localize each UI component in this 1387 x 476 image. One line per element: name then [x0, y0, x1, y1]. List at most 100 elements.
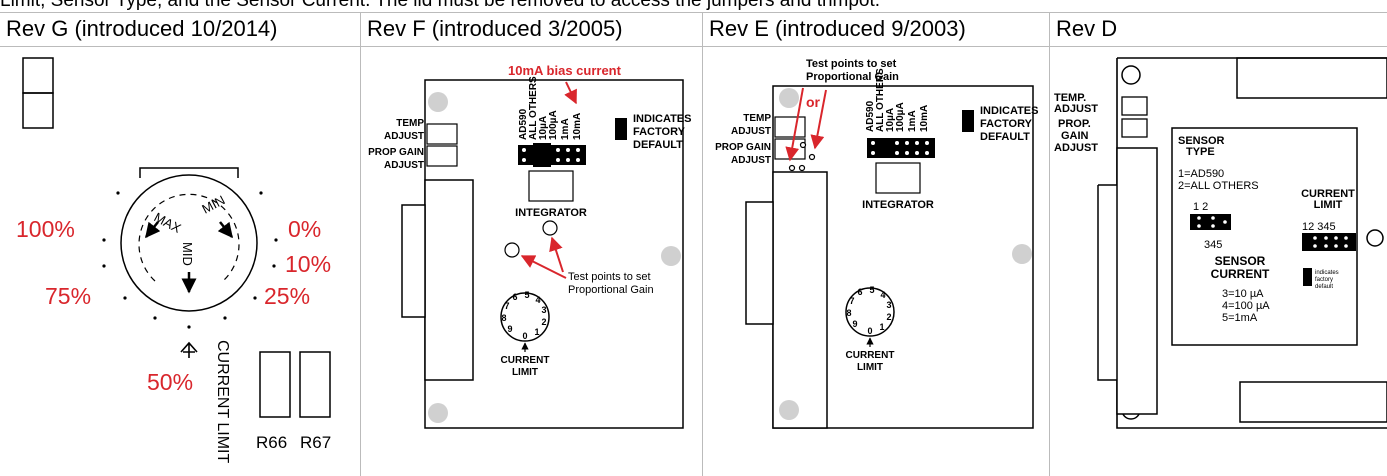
rev-f-col-10ma: 10mA	[572, 113, 583, 140]
rev-e-col-all-others: ALL OTHERS	[875, 68, 886, 132]
rev-e-test-arrow-1	[785, 87, 804, 162]
rev-e-test-points-2: Proportional Gain	[806, 71, 899, 83]
rev-e-current-dial	[845, 287, 895, 337]
rev-g-max-arrow	[145, 221, 161, 239]
rev-e-test-arrow-2	[810, 89, 827, 150]
rev-g-pct-50: 50%	[147, 369, 193, 395]
rev-d-diagram: TEMP. ADJUST PROP. GAIN ADJUST SENSOR TY…	[1054, 57, 1387, 429]
rev-g-pct-25: 25%	[264, 283, 310, 309]
header-bottom-border	[0, 46, 1387, 47]
rev-d-adjust2-label: ADJUST	[1054, 142, 1098, 154]
rev-f-factory: FACTORY	[633, 126, 686, 138]
rev-e-indicates: INDICATES	[980, 105, 1038, 117]
rev-f-test-points-1: Test points to set	[568, 271, 651, 283]
rev-f-test-points-2: Proportional Gain	[568, 284, 654, 296]
rev-f-bias-arrow	[564, 81, 577, 105]
rev-e-default: DEFAULT	[980, 131, 1030, 143]
rev-d-cl-pins: 12 345	[1302, 221, 1336, 233]
rev-g-pct-10: 10%	[285, 251, 331, 277]
rev-g-mid-label: MID	[180, 242, 195, 266]
rev-d-default-swatch	[1303, 268, 1312, 286]
svg-text:7: 7	[504, 301, 509, 311]
rev-d-opt1: 1=AD590	[1178, 168, 1224, 180]
rev-d-temp-label: TEMP.	[1054, 92, 1086, 104]
rev-d-side-connector	[1097, 184, 1117, 381]
rev-e-dial-digits: 0 1 2 3 4 5 6 7 8 9	[846, 285, 891, 336]
rev-d-ind2: factory	[1315, 277, 1333, 283]
rev-d-sc3: 3=10 µA	[1222, 288, 1264, 300]
rev-e-or-label: or	[806, 94, 821, 110]
rev-f-jumper-block	[518, 143, 586, 167]
rev-d-ind1: indicates	[1315, 270, 1339, 276]
rev-g-r67-label: R67	[300, 433, 331, 452]
svg-text:3: 3	[886, 300, 891, 310]
rev-f-adjust-label: ADJUST	[384, 131, 424, 142]
rev-e-col-1ma: 1mA	[907, 110, 918, 132]
rev-d-mount-hole-1	[1121, 65, 1141, 85]
rev-g-min-label: MIN	[199, 192, 227, 216]
svg-text:3: 3	[541, 305, 546, 315]
rev-d-ind3: default	[1315, 284, 1333, 290]
rev-f-connector-tab	[401, 204, 426, 318]
rev-d-prop-label: PROP.	[1058, 118, 1091, 130]
rev-f-adjust2-label: ADJUST	[384, 160, 424, 171]
rev-f-test-arrow-1	[520, 255, 567, 279]
rev-g-box-bottom	[22, 92, 54, 129]
rev-f-test-point-1	[542, 220, 558, 236]
rev-f-integrator-chip	[528, 170, 574, 202]
svg-text:6: 6	[857, 287, 862, 297]
rev-g-pct-100: 100%	[16, 216, 75, 242]
rev-e-factory: FACTORY	[980, 118, 1033, 130]
header-rev-e: Rev E (introduced 9/2003)	[709, 16, 966, 41]
rev-f-mount-hole-3	[428, 403, 448, 423]
rev-e-col-100ua: 100µA	[895, 102, 906, 132]
rev-f-temp-adjust-pot	[426, 123, 458, 145]
rev-d-sensor-type-1: SENSOR	[1178, 135, 1225, 147]
rev-e-limit-label: LIMIT	[857, 362, 883, 373]
rev-f-test-point-2	[504, 242, 520, 258]
svg-text:6: 6	[512, 292, 517, 302]
svg-text:5: 5	[869, 285, 874, 295]
svg-text:5: 5	[524, 290, 529, 300]
rev-d-current-limit-2: LIMIT	[1314, 199, 1343, 211]
rev-e-mount-hole-3	[779, 400, 799, 420]
rev-d-current-limit-1: CURRENT	[1301, 188, 1355, 200]
rev-d-sc4: 4=100 µA	[1222, 300, 1270, 312]
rev-e-default-swatch	[962, 110, 974, 132]
header-rev-g: Rev G (introduced 10/2014)	[6, 16, 278, 41]
rev-f-temp-label: TEMP	[396, 118, 424, 129]
rev-f-jumper-columns: AD590 ALL OTHERS 10µA 100µA 1mA 10mA	[518, 76, 583, 140]
rev-d-jumper-12: 1 2	[1193, 201, 1208, 213]
rev-e-jumper-columns: AD590 ALL OTHERS 10µA 100µA 1mA 10mA	[865, 68, 930, 132]
rev-e-jumper-block	[867, 138, 935, 158]
rev-f-integrator-label: INTEGRATOR	[515, 207, 587, 219]
rev-g-pct-75: 75%	[45, 283, 91, 309]
rev-e-connector	[772, 171, 828, 429]
rev-f-col-10ua: 10µA	[538, 116, 549, 140]
rev-f-bias-note: 10mA bias current	[508, 63, 622, 78]
rev-f-prop-gain-pot	[426, 145, 458, 167]
rev-g-min-arrow	[217, 221, 233, 239]
svg-text:1: 1	[879, 322, 884, 332]
rev-f-mount-hole-2	[661, 246, 681, 266]
rev-f-col-1ma: 1mA	[560, 118, 571, 140]
column-divider-1	[360, 12, 361, 476]
rev-d-adjust-label: ADJUST	[1054, 103, 1098, 115]
rev-d-top-connector	[1236, 57, 1387, 99]
column-divider-3	[1049, 12, 1050, 476]
rev-g-max-label: MAX	[152, 209, 184, 236]
rev-f-col-100ua: 100µA	[548, 110, 559, 140]
svg-text:4: 4	[535, 295, 540, 305]
rev-f-connector	[424, 179, 474, 381]
svg-text:4: 4	[880, 290, 885, 300]
rev-e-test-points	[788, 141, 816, 172]
header-rev-f: Rev F (introduced 3/2005)	[367, 16, 623, 41]
rev-f-current-label: CURRENT	[501, 355, 550, 366]
rev-g-r67-resistor	[299, 351, 331, 418]
rev-d-sc5: 5=1mA	[1222, 312, 1258, 324]
rev-e-col-10ma: 10mA	[919, 105, 930, 132]
rev-f-test-arrow-2	[549, 236, 564, 273]
rev-g-r66-resistor	[259, 351, 291, 418]
rev-e-connector-tab	[745, 201, 774, 325]
